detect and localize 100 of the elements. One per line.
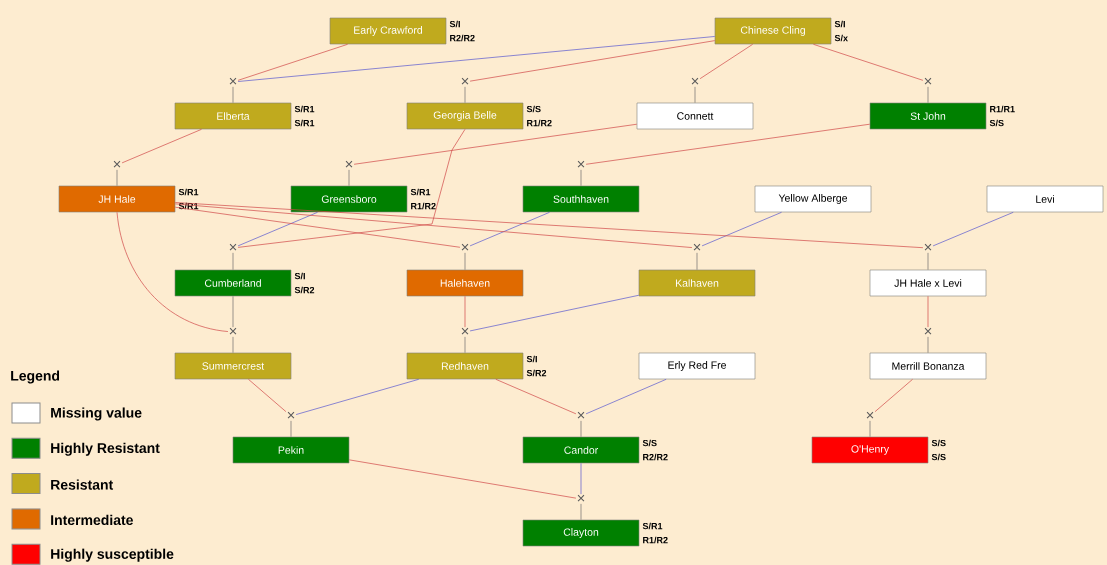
pedigree-line bbox=[237, 43, 348, 81]
cultivar-box: Georgia Belle bbox=[406, 102, 524, 130]
pedigree-line bbox=[232, 295, 234, 328]
pedigree-line bbox=[174, 202, 924, 249]
genotype-label: S/R1 S/R1 bbox=[178, 188, 199, 210]
cultivar-box: Merrill Bonanza bbox=[869, 352, 987, 380]
pedigree-line bbox=[116, 169, 118, 187]
cultivar-box: Southhaven bbox=[522, 185, 640, 213]
pedigree-line bbox=[121, 128, 202, 164]
cross-mark: × bbox=[924, 77, 932, 85]
genotype-label: S/S R1/R2 bbox=[526, 105, 552, 127]
cultivar-box: Kalhaven bbox=[638, 269, 756, 297]
pedigree-line bbox=[701, 211, 782, 247]
cultivar-box: Cumberland bbox=[174, 269, 292, 297]
genotype-label: S/I S/x bbox=[834, 20, 848, 42]
pedigree-line bbox=[495, 378, 577, 415]
cross-mark: × bbox=[113, 160, 121, 168]
legend-label: Intermediate bbox=[51, 514, 133, 526]
cross-mark: × bbox=[287, 411, 295, 419]
legend-label: Highly susceptible bbox=[51, 548, 174, 562]
pedigree-line bbox=[927, 86, 929, 104]
genotype-label: S/R1 R1/R2 bbox=[642, 522, 668, 544]
cross-mark: × bbox=[229, 77, 237, 85]
cultivar-box: Summercrest bbox=[174, 352, 292, 380]
genotype-label: S/I R2/R2 bbox=[449, 20, 475, 42]
pedigree-line bbox=[232, 336, 234, 354]
pedigree-line bbox=[237, 211, 318, 247]
cross-mark: × bbox=[866, 411, 874, 419]
pedigree-line bbox=[237, 36, 716, 82]
pedigree-line bbox=[469, 40, 716, 82]
pedigree-line bbox=[464, 295, 466, 328]
pedigree-line bbox=[585, 378, 667, 415]
pedigree-line bbox=[469, 294, 640, 332]
pedigree-line bbox=[927, 336, 929, 354]
pedigree-line bbox=[580, 462, 582, 495]
pedigree-line bbox=[232, 252, 234, 271]
cultivar-box: Halehaven bbox=[406, 269, 524, 297]
pedigree-line bbox=[232, 86, 234, 104]
pedigree-line bbox=[580, 420, 582, 438]
cultivar-box: Connett bbox=[636, 102, 754, 130]
pedigree-line bbox=[290, 420, 292, 438]
genotype-label: S/S R2/R2 bbox=[642, 439, 668, 461]
cross-mark: × bbox=[924, 327, 932, 335]
pedigree-line bbox=[813, 43, 924, 81]
pedigree-line bbox=[348, 459, 577, 499]
pedigree-line bbox=[585, 123, 871, 165]
genotype-label: S/I S/R2 bbox=[294, 272, 315, 294]
pedigree-line bbox=[248, 378, 287, 412]
pedigree-line bbox=[927, 252, 929, 271]
pedigree-line bbox=[696, 252, 698, 271]
cross-mark: × bbox=[924, 243, 932, 251]
cross-mark: × bbox=[345, 160, 353, 168]
genotype-label: S/R1 S/R1 bbox=[294, 105, 315, 127]
cross-mark: × bbox=[461, 77, 469, 85]
cross-mark: × bbox=[461, 243, 469, 251]
cultivar-box: Redhaven bbox=[406, 352, 524, 380]
genotype-label: S/R1 R1/R2 bbox=[410, 188, 436, 210]
pedigree-line bbox=[580, 503, 582, 521]
pedigree-line bbox=[694, 86, 696, 104]
pedigree-line bbox=[174, 203, 693, 248]
pedigree-line bbox=[464, 336, 466, 354]
cross-mark: × bbox=[577, 494, 585, 502]
pedigree-line bbox=[174, 206, 461, 248]
pedigree-line bbox=[699, 43, 754, 80]
cultivar-box: Pekin bbox=[232, 436, 350, 464]
pedigree-line bbox=[580, 169, 582, 187]
legend-title: Legend bbox=[11, 370, 60, 384]
legend-label: Highly Resistant bbox=[51, 442, 160, 456]
pedigree-line bbox=[874, 378, 913, 412]
cross-mark: × bbox=[693, 243, 701, 251]
cross-mark: × bbox=[229, 243, 237, 251]
cultivar-box: Candor bbox=[522, 436, 640, 464]
genotype-label: S/I S/R2 bbox=[526, 355, 547, 377]
cross-mark: × bbox=[577, 160, 585, 168]
genotype-label: S/S S/S bbox=[931, 439, 946, 461]
cultivar-box: JH Hale bbox=[58, 185, 176, 213]
cross-mark: × bbox=[691, 77, 699, 85]
cultivar-box: Erly Red Fre bbox=[638, 352, 756, 380]
pedigree-line bbox=[237, 128, 466, 248]
cultivar-box: JH Hale x Levi bbox=[869, 269, 987, 297]
cultivar-box: Chinese Cling bbox=[714, 17, 832, 45]
cultivar-box: Yellow Alberge bbox=[754, 185, 872, 213]
pedigree-line bbox=[469, 211, 550, 247]
pedigree-line bbox=[869, 420, 871, 438]
genotype-label: R1/R1 S/S bbox=[989, 105, 1015, 127]
pedigree-line bbox=[932, 211, 1014, 247]
pedigree-line bbox=[116, 211, 229, 332]
legend-label: Missing value bbox=[51, 407, 142, 421]
cultivar-box: Levi bbox=[986, 185, 1104, 213]
cross-mark: × bbox=[229, 327, 237, 335]
pedigree-line bbox=[348, 169, 350, 187]
cultivar-box: Early Crawford bbox=[329, 17, 447, 45]
cultivar-box: Greensboro bbox=[290, 185, 408, 213]
cross-mark: × bbox=[577, 411, 585, 419]
pedigree-line bbox=[353, 123, 638, 165]
cultivar-box: St John bbox=[869, 102, 987, 130]
cultivar-box: Clayton bbox=[522, 519, 640, 547]
cultivar-box: Elberta bbox=[174, 102, 292, 130]
cultivar-box: O'Henry bbox=[811, 436, 929, 464]
pedigree-line bbox=[295, 378, 420, 415]
